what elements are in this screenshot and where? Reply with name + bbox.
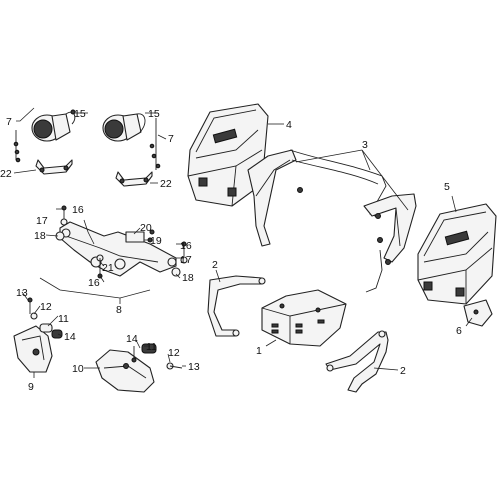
label-18b: 18 <box>182 272 194 284</box>
label-19: 19 <box>150 235 162 247</box>
label-14b: 14 <box>126 333 138 345</box>
label-13b: 13 <box>188 361 200 373</box>
label-13a: 13 <box>16 287 28 299</box>
label-7a: 7 <box>6 116 12 128</box>
screw-set-7-right <box>149 118 161 170</box>
label-7b: 7 <box>168 133 174 145</box>
label-11b: 11 <box>146 341 157 353</box>
label-16a: 16 <box>72 204 84 216</box>
pannier-case-5 <box>417 203 497 305</box>
label-12b: 12 <box>168 347 180 359</box>
label-14a: 14 <box>64 331 76 343</box>
label-22b: 22 <box>160 178 172 190</box>
label-2a: 2 <box>212 259 218 271</box>
label-21: 21 <box>102 262 114 274</box>
screw-set-7-left <box>13 130 21 163</box>
label-18a: 18 <box>34 230 46 242</box>
crash-bar-8 <box>59 221 177 277</box>
side-bracket-2-upper <box>207 275 266 337</box>
label-6: 6 <box>456 325 462 337</box>
label-15a: 15 <box>74 108 86 120</box>
fog-light-right <box>102 113 146 142</box>
label-15b: 15 <box>148 108 160 120</box>
label-1: 1 <box>256 345 262 357</box>
label-22a: 22 <box>0 168 12 180</box>
hand-guard-hardware-left <box>27 297 63 339</box>
label-9: 9 <box>28 381 34 393</box>
label-16c: 16 <box>88 277 100 289</box>
fog-light-bracket-left <box>35 159 73 175</box>
label-4: 4 <box>286 119 292 131</box>
label-20: 20 <box>140 222 152 234</box>
pannier-case-4 <box>187 103 269 207</box>
part-number-labels: 15 15 7 7 22 22 4 3 5 6 16 17 18 20 19 1… <box>0 108 462 393</box>
label-12a: 12 <box>40 301 52 313</box>
label-5: 5 <box>444 181 450 193</box>
label-11a: 11 <box>58 313 69 325</box>
label-8: 8 <box>116 304 122 316</box>
skid-plate-1 <box>261 289 347 347</box>
label-3: 3 <box>362 139 368 151</box>
label-2b: 2 <box>400 365 406 377</box>
pannier-frame-3 <box>247 149 417 293</box>
hand-guard-10 <box>95 349 155 393</box>
side-bracket-2-lower <box>325 330 389 393</box>
fog-light-left <box>31 109 76 142</box>
hand-guard-9 <box>13 325 53 373</box>
label-16b: 16 <box>180 240 192 252</box>
leader-lines <box>13 107 473 378</box>
label-17b: 17 <box>180 254 192 266</box>
cover-plate-6 <box>463 299 493 327</box>
fog-light-bracket-right <box>115 171 153 187</box>
label-10: 10 <box>72 363 84 375</box>
label-17a: 17 <box>36 215 48 227</box>
